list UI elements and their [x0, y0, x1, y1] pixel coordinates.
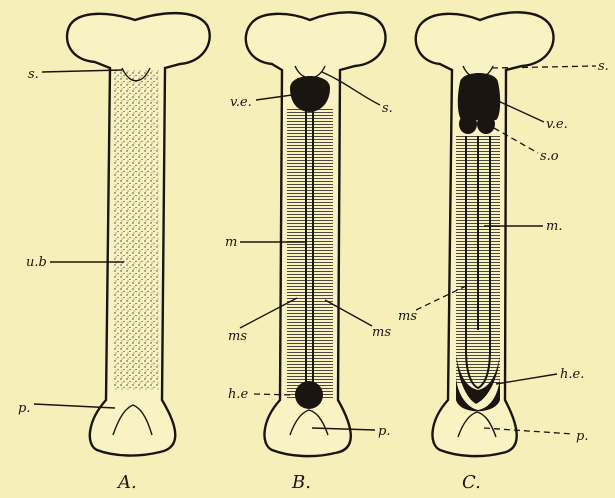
- label-c-he: h.e.: [560, 367, 584, 382]
- label-c-ve: v.e.: [546, 117, 568, 132]
- label-c-p: p.: [576, 429, 588, 444]
- label-b-ms-left: ms: [228, 329, 247, 344]
- panel-b: v.e. s. m ms ms h.e p. B.: [225, 12, 393, 493]
- caption-c: C.: [462, 472, 481, 493]
- label-c-so: s.o: [540, 149, 559, 164]
- label-b-ve: v.e.: [230, 95, 252, 110]
- label-c-ms: ms: [398, 309, 417, 324]
- bone-c-secondary-ossification-left: [459, 114, 477, 134]
- label-b-he: h.e: [228, 387, 249, 402]
- panel-c: s. v.e. s.o m. ms h.e. p. C.: [398, 12, 609, 493]
- caption-b: B.: [291, 472, 311, 493]
- bone-c-vascular-end: [458, 73, 500, 120]
- caption-a: A.: [116, 472, 137, 493]
- label-b-ms-right: ms: [372, 325, 391, 340]
- bone-c-secondary-ossification-right: [477, 114, 495, 134]
- label-a-p: p.: [18, 401, 30, 416]
- bone-b-hypertrophic-end: [295, 381, 323, 409]
- panel-a: s. u.b p. A.: [18, 13, 210, 493]
- label-b-m: m: [225, 235, 237, 250]
- bone-b-marrow-space: [287, 108, 333, 400]
- label-a-ub: u.b: [26, 255, 47, 270]
- label-b-s: s.: [382, 101, 393, 116]
- label-c-m: m.: [546, 219, 562, 234]
- label-c-s: s.: [598, 59, 609, 74]
- label-a-s: s.: [28, 67, 39, 82]
- label-b-p: p.: [378, 424, 390, 439]
- bone-a-unossified-region: [113, 70, 159, 390]
